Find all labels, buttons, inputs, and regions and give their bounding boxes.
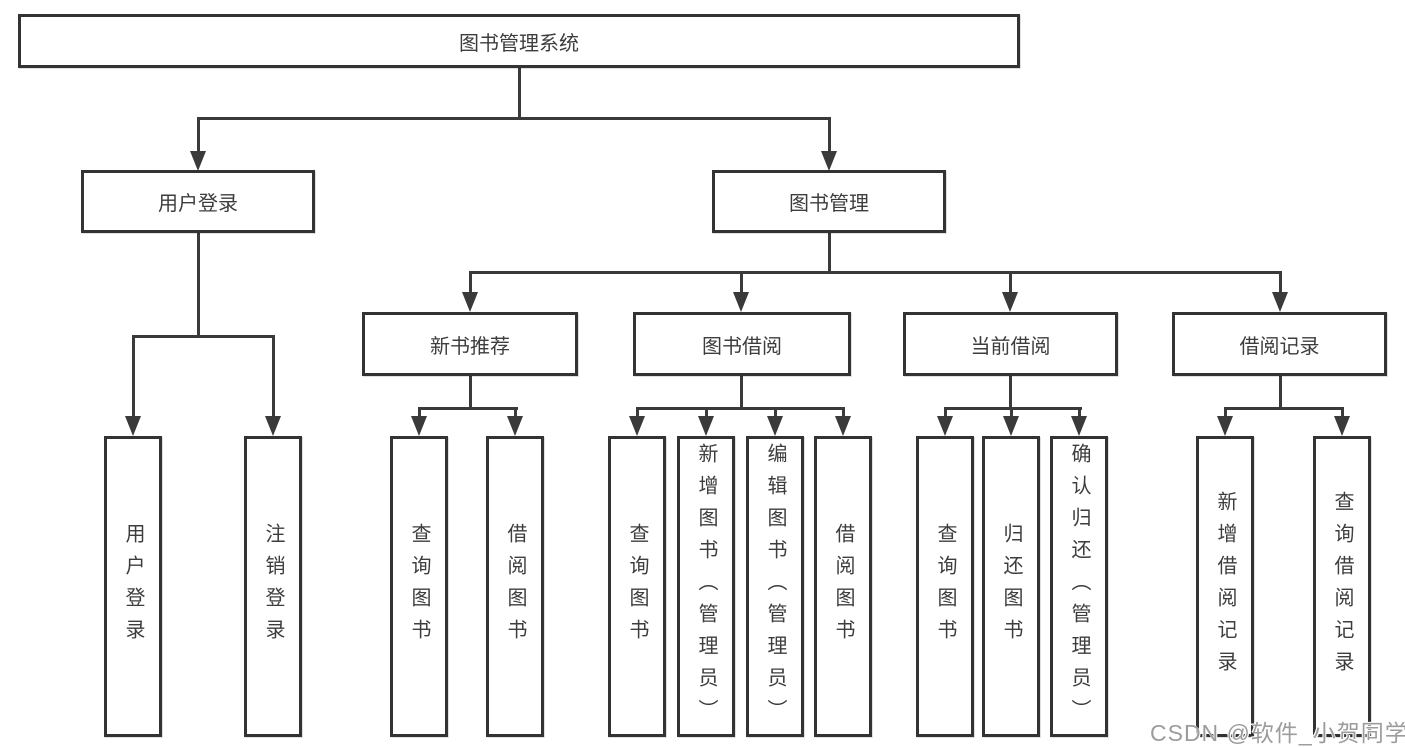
connector-line <box>1224 409 1227 417</box>
arrowhead-down-icon <box>1272 292 1288 312</box>
arrowhead-down-icon <box>125 416 141 436</box>
connector-line <box>1078 409 1081 417</box>
leaf-query-books: 查询图书 <box>390 436 448 737</box>
arrowhead-down-icon <box>190 151 206 171</box>
leaf-label: 确认归还（管理员） <box>1068 442 1090 731</box>
node-book-borrowing: 图书借阅 <box>633 312 851 376</box>
leaf-label: 新增图书（管理员） <box>695 442 717 731</box>
connector-line <box>740 273 743 293</box>
node-new-book-recommend-label: 新书推荐 <box>430 335 510 358</box>
leaf-query-borrow-record: 查询借阅记录 <box>1313 436 1371 737</box>
node-user-login-label: 用户登录 <box>158 193 238 215</box>
leaf-label: 借阅图书 <box>832 522 854 651</box>
connector-line <box>132 337 135 417</box>
node-current-borrowing-label: 当前借阅 <box>970 335 1051 358</box>
leaf-label: 查询图书 <box>934 522 956 651</box>
connector-line <box>197 119 200 153</box>
leaf-add-books-admin: 新增图书（管理员） <box>677 436 735 737</box>
leaf-borrow-books: 借阅图书 <box>486 436 544 737</box>
connector-line <box>828 233 831 273</box>
connector-line <box>418 409 421 417</box>
connector-line <box>469 271 1282 274</box>
connector-line <box>740 376 743 409</box>
leaf-label: 注销登录 <box>262 522 284 651</box>
node-new-book-recommend: 新书推荐 <box>362 312 578 376</box>
arrowhead-down-icon <box>767 416 783 436</box>
node-book-management: 图书管理 <box>712 170 946 233</box>
leaf-label: 编辑图书（管理员） <box>764 442 786 731</box>
leaf-label: 查询图书 <box>408 522 430 651</box>
connector-line <box>514 409 517 417</box>
node-root-label: 图书管理系统 <box>459 32 579 55</box>
leaf-label: 借阅图书 <box>504 522 526 651</box>
arrowhead-down-icon <box>937 416 953 436</box>
leaf-borrow-books: 借阅图书 <box>814 436 872 737</box>
arrowhead-down-icon <box>1071 416 1087 436</box>
connector-line <box>1009 273 1012 293</box>
arrowhead-down-icon <box>821 151 837 171</box>
connector-line <box>197 117 831 120</box>
leaf-logout: 注销登录 <box>244 436 302 737</box>
leaf-label: 新增借阅记录 <box>1214 490 1236 683</box>
connector-line <box>1341 409 1344 417</box>
leaf-label: 查询借阅记录 <box>1331 490 1353 683</box>
node-book-borrowing-label: 图书借阅 <box>702 335 782 358</box>
node-root: 图书管理系统 <box>18 14 1020 68</box>
arrowhead-down-icon <box>1002 292 1018 312</box>
node-book-management-label: 图书管理 <box>789 193 869 215</box>
connector-line <box>828 119 831 153</box>
arrowhead-down-icon <box>462 292 478 312</box>
connector-line <box>1224 407 1344 410</box>
connector-line <box>1279 376 1282 409</box>
arrowhead-down-icon <box>411 416 427 436</box>
arrowhead-down-icon <box>1217 416 1233 436</box>
arrowhead-down-icon <box>733 292 749 312</box>
connector-line <box>1010 409 1013 417</box>
arrowhead-down-icon <box>835 416 851 436</box>
connector-line <box>418 407 518 410</box>
watermark: CSDN @软件_小贺同学 <box>1150 720 1405 746</box>
leaf-label: 用户登录 <box>122 522 144 651</box>
arrowhead-down-icon <box>507 416 523 436</box>
arrowhead-down-icon <box>1334 416 1350 436</box>
connector-line <box>774 409 777 417</box>
leaf-label: 查询图书 <box>626 522 648 651</box>
leaf-return-books: 归还图书 <box>982 436 1040 737</box>
leaf-confirm-return-admin: 确认归还（管理员） <box>1050 436 1108 737</box>
leaf-edit-books-admin: 编辑图书（管理员） <box>746 436 804 737</box>
connector-line <box>272 337 275 417</box>
connector-line <box>705 409 708 417</box>
leaf-query-books: 查询图书 <box>916 436 974 737</box>
connector-line <box>1009 376 1012 409</box>
node-borrowing-records-label: 借阅记录 <box>1239 335 1320 358</box>
leaf-user-login: 用户登录 <box>104 436 162 737</box>
connector-line <box>636 407 845 410</box>
node-borrowing-records: 借阅记录 <box>1172 312 1387 376</box>
connector-line <box>842 409 845 417</box>
arrowhead-down-icon <box>698 416 714 436</box>
arrowhead-down-icon <box>1003 416 1019 436</box>
connector-line <box>636 409 639 417</box>
node-current-borrowing: 当前借阅 <box>903 312 1118 376</box>
leaf-query-books: 查询图书 <box>608 436 666 737</box>
arrowhead-down-icon <box>265 416 281 436</box>
connector-line <box>1279 273 1282 293</box>
connector-line <box>197 233 200 337</box>
leaf-label: 归还图书 <box>1000 522 1022 651</box>
arrowhead-down-icon <box>629 416 645 436</box>
connector-line <box>132 335 275 338</box>
leaf-add-borrow-record: 新增借阅记录 <box>1196 436 1254 737</box>
connector-line <box>944 407 1082 410</box>
node-user-login: 用户登录 <box>81 170 315 233</box>
connector-line <box>944 409 947 417</box>
connector-line <box>518 66 521 119</box>
connector-line <box>469 376 472 409</box>
connector-line <box>469 273 472 293</box>
